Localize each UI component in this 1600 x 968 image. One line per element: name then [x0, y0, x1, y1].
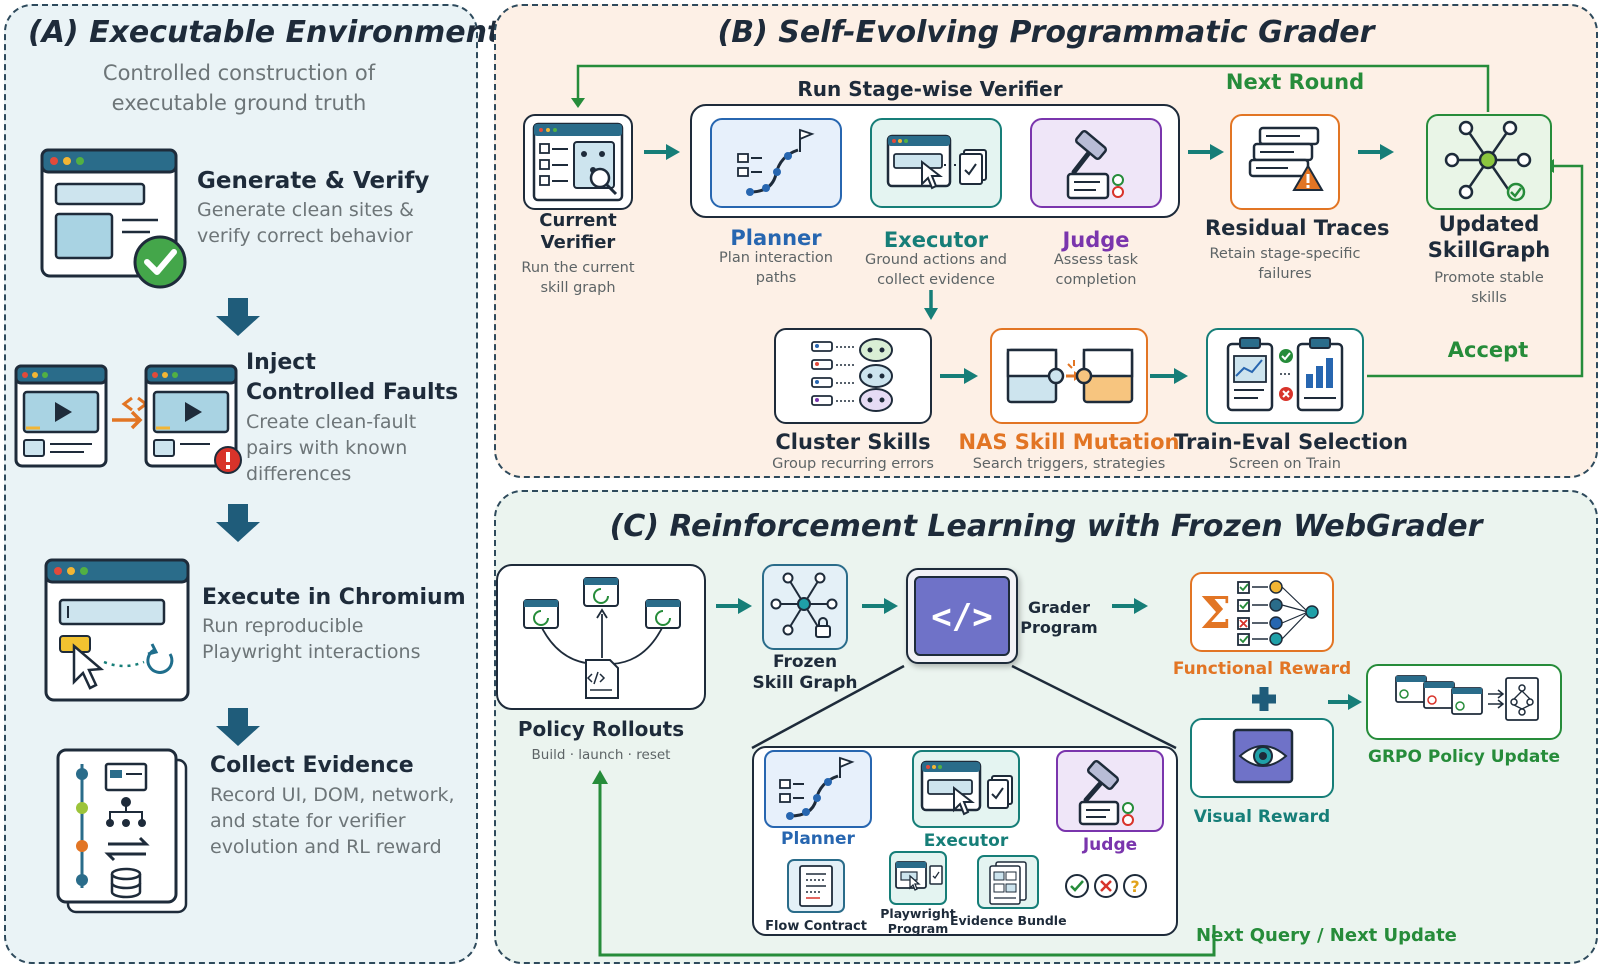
- panel-a-subtitle-line1: Controlled construction of: [102, 61, 376, 85]
- panel-a-subtitle-line2: executable ground truth: [111, 91, 367, 116]
- cluster-skills-title: Cluster Skills: [775, 430, 931, 454]
- arrow-down-icon: [216, 298, 260, 336]
- step-generate-verify-title: Generate & Verify: [197, 168, 430, 194]
- playwright-program-line1: Playwright: [880, 906, 956, 921]
- policy-rollouts-desc: Build · launch · reset: [531, 747, 671, 763]
- updated-skillgraph-title-line2: SkillGraph: [1427, 237, 1551, 262]
- expansion-judge-label: Judge: [1082, 835, 1138, 855]
- playwright-program-label: Playwright Program: [870, 906, 966, 936]
- puzzle-mutation-icon: [1006, 348, 1134, 404]
- eye-icon: [1232, 728, 1294, 784]
- next-round-label: Next Round: [1225, 70, 1365, 94]
- planner-desc: Plan interaction paths: [719, 250, 833, 286]
- planner-title: Planner: [730, 226, 822, 250]
- judge-outcomes-icon: ?: [1065, 874, 1147, 898]
- chromium-execute-icon: [44, 558, 190, 702]
- gavel-icon: [1066, 129, 1124, 200]
- sum-network-icon: Σ: [1200, 580, 1319, 646]
- grpo-label: GRPO Policy Update: [1367, 747, 1560, 767]
- code-brackets-icon: </>: [931, 597, 993, 637]
- flow-contract-label: Flow Contract: [765, 919, 867, 934]
- frozen-skill-graph-label: Frozen Skill Graph: [742, 652, 868, 693]
- residual-stack-icon: [1248, 126, 1324, 191]
- step-execute-desc: Run reproducible Playwright interactions: [202, 615, 421, 664]
- current-verifier-title: Current Verifier: [518, 210, 638, 253]
- panel-a-subtitle: Controlled construction of executable gr…: [0, 58, 478, 119]
- cluster-skills-card: [774, 328, 932, 424]
- frozen-skill-graph-line1: Frozen: [772, 652, 838, 672]
- evidence-bundle-label: Evidence Bundle: [950, 913, 1067, 928]
- arrow-down-icon: [216, 504, 260, 542]
- residual-traces-desc: Retain stage-specific failures: [1209, 246, 1361, 282]
- frozen-graph-icon: [770, 572, 838, 638]
- rollout-browsers-icon: [523, 577, 681, 699]
- executor-click-icon: [886, 134, 987, 190]
- policy-rollouts-title: Policy Rollouts: [517, 717, 685, 741]
- verifier-screen-icon: [532, 122, 624, 202]
- step-inject-title-line2: Controlled Faults: [246, 380, 459, 405]
- cluster-icon: [811, 338, 893, 412]
- planner-route-icon: [779, 756, 855, 820]
- nas-mutation-title: NAS Skill Mutation: [958, 430, 1180, 454]
- skill-graph-icon: [1444, 120, 1532, 202]
- executor-click-icon: [920, 760, 1013, 816]
- step-collect-desc: Record UI, DOM, network, and state for v…: [210, 784, 455, 859]
- stage-verifier-label: Run Stage-wise Verifier: [797, 77, 1063, 101]
- next-query-label: Next Query / Next Update: [1196, 925, 1457, 946]
- visual-reward-label: Visual Reward: [1193, 807, 1331, 827]
- train-eval-desc: Screen on Train: [1229, 456, 1341, 472]
- fault-pair-icon: [14, 364, 242, 474]
- step-execute-title: Execute in Chromium: [202, 585, 466, 610]
- svg-text:Σ: Σ: [1200, 588, 1231, 639]
- grader-screen: [914, 576, 1010, 656]
- residual-traces-title: Residual Traces: [1205, 216, 1390, 240]
- panel-a-title: (A) Executable Environment: [28, 15, 502, 50]
- train-eval-title: Train-Eval Selection: [1174, 430, 1408, 454]
- playwright-program-line2: Program: [887, 921, 949, 936]
- planner-card: [710, 118, 842, 208]
- arrow-down-icon: [216, 708, 260, 746]
- gavel-icon: [1078, 759, 1134, 826]
- evidence-bundle-icon: [977, 855, 1039, 909]
- executor-desc: Ground actions and collect evidence: [864, 252, 1008, 288]
- browser-check-icon: [40, 148, 187, 289]
- step-generate-verify-desc: Generate clean sites & verify correct be…: [197, 199, 414, 248]
- evidence-document-icon: [56, 748, 188, 914]
- grader-program-line1: Grader: [1027, 598, 1090, 617]
- accept-label: Accept: [1447, 338, 1529, 362]
- updated-skillgraph-title-line1: Updated: [1438, 212, 1540, 236]
- step-collect-title: Collect Evidence: [210, 753, 414, 778]
- train-eval-icon: [1226, 337, 1344, 412]
- cluster-skills-desc: Group recurring errors: [772, 456, 934, 472]
- frozen-skill-graph-line2: Skill Graph: [752, 672, 858, 693]
- expansion-planner-card: [764, 750, 872, 828]
- planner-route-icon: [737, 128, 815, 196]
- panel-c-title: (C) Reinforcement Learning with Frozen W…: [609, 509, 1483, 544]
- grader-program-line2: Program: [1020, 618, 1098, 637]
- current-verifier-title-line1: Current: [539, 210, 617, 231]
- grader-program-label: Grader Program: [1016, 598, 1102, 638]
- executor-title: Executor: [883, 228, 989, 252]
- flow-contract-icon: [787, 859, 845, 913]
- current-verifier-title-line2: Verifier: [540, 231, 616, 253]
- step-inject-title-line1: Inject: [246, 350, 316, 375]
- judge-title: Judge: [1062, 228, 1130, 252]
- nas-mutation-desc: Search triggers, strategies: [972, 456, 1166, 472]
- step-inject-desc: Create clean-fault pairs with known diff…: [246, 411, 417, 486]
- updated-skillgraph-title: Updated SkillGraph: [1414, 212, 1564, 263]
- panel-b-title: (B) Self-Evolving Programmatic Grader: [717, 15, 1375, 50]
- current-verifier-desc: Run the current skill graph: [521, 260, 635, 296]
- expansion-executor-label: Executor: [923, 831, 1009, 851]
- updated-skillgraph-desc: Promote stable skills: [1434, 270, 1544, 306]
- svg-text:?: ?: [1130, 877, 1139, 896]
- expansion-planner-label: Planner: [781, 829, 855, 849]
- playwright-program-icon: [889, 851, 947, 905]
- grpo-update-icon: [1395, 675, 1539, 721]
- judge-desc: Assess task completion: [1053, 252, 1139, 288]
- functional-reward-label: Functional Reward: [1172, 659, 1352, 679]
